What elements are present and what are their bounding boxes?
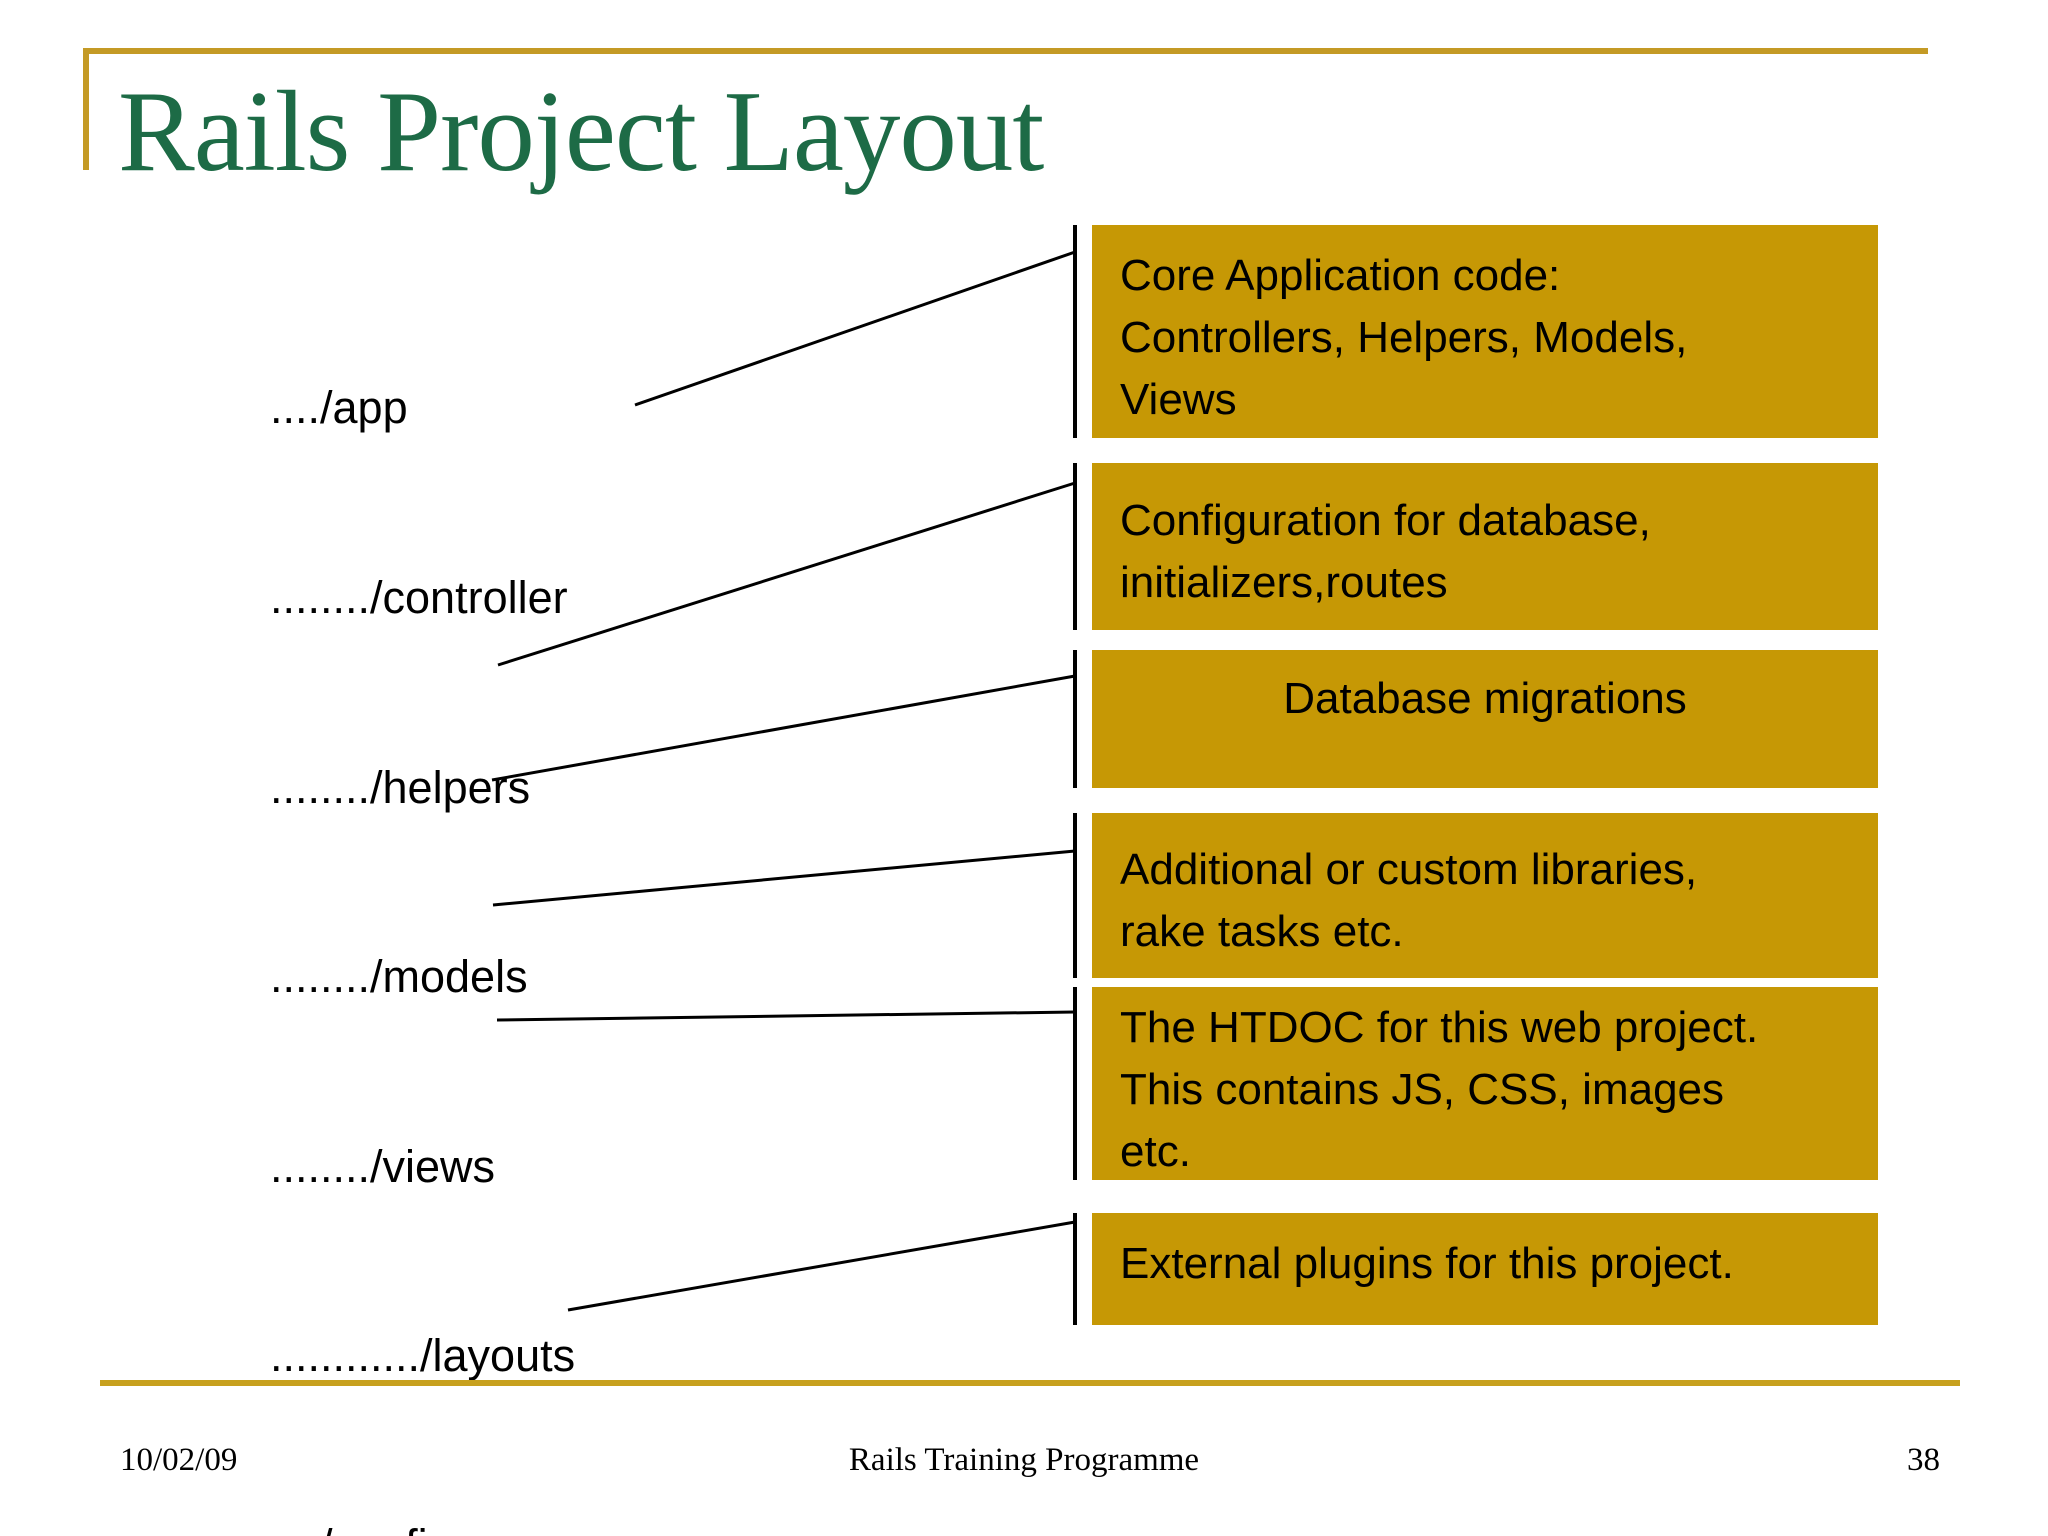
connector-line-lib [492, 849, 1076, 907]
connector-line-public [496, 1010, 1076, 1022]
page-title: Rails Project Layout [118, 68, 1044, 195]
footer-page-number: 38 [1907, 1442, 1940, 1478]
footer-date: 10/02/09 [120, 1442, 238, 1478]
connector-line-plugins [567, 1220, 1076, 1312]
top-border-line [83, 48, 1928, 54]
footer-title: Rails Training Programme [848, 1442, 1200, 1478]
connector-line-helpers-core [634, 250, 1076, 407]
callout-external-plugins: External plugins for this project. [1092, 1213, 1878, 1325]
footer-divider-line [100, 1380, 1960, 1386]
dir-item-layouts: ............/layouts [270, 1330, 576, 1382]
callout-text-line: Controllers, Helpers, Models, [1120, 313, 1688, 362]
callout-text-line: Core Application code: [1120, 251, 1561, 300]
callout-text-line: Database migrations [1283, 674, 1687, 723]
callout-text-line: The HTDOC for this web project. [1120, 1003, 1759, 1052]
dir-item-controller: ......../controller [270, 572, 568, 624]
connector-line-config [497, 481, 1076, 667]
dir-item-app: ..../app [270, 382, 408, 434]
connector-line-db [491, 674, 1076, 782]
callout-text-line: This contains JS, CSS, images [1120, 1065, 1725, 1114]
callout-database-migrations: Database migrations [1092, 650, 1878, 788]
callout-text-line: Views [1120, 375, 1237, 424]
dir-item-helpers: ......../helpers [270, 761, 531, 813]
dir-item-config: ..../config [270, 1514, 578, 1536]
callout-htdoc: The HTDOC for this web project. This con… [1092, 987, 1878, 1180]
callout-libraries: Additional or custom libraries, rake tas… [1092, 813, 1878, 978]
callout-text-line: Additional or custom libraries, [1120, 845, 1698, 894]
callout-configuration: Configuration for database, initializers… [1092, 463, 1878, 630]
callout-text-line: External plugins for this project. [1120, 1239, 1734, 1288]
callout-text-line: initializers,routes [1120, 558, 1448, 607]
callout-text-line: etc. [1120, 1127, 1191, 1176]
callout-core-application: Core Application code: Controllers, Help… [1092, 225, 1878, 438]
left-border-line [83, 48, 89, 170]
callout-text-line: Configuration for database, [1120, 496, 1651, 545]
dir-item-models: ......../models [270, 951, 528, 1003]
directory-tree: ..../app ......../controller ......../he… [270, 250, 578, 1536]
callout-text-line: rake tasks etc. [1120, 907, 1404, 956]
dir-item-views: ......../views [270, 1140, 496, 1192]
